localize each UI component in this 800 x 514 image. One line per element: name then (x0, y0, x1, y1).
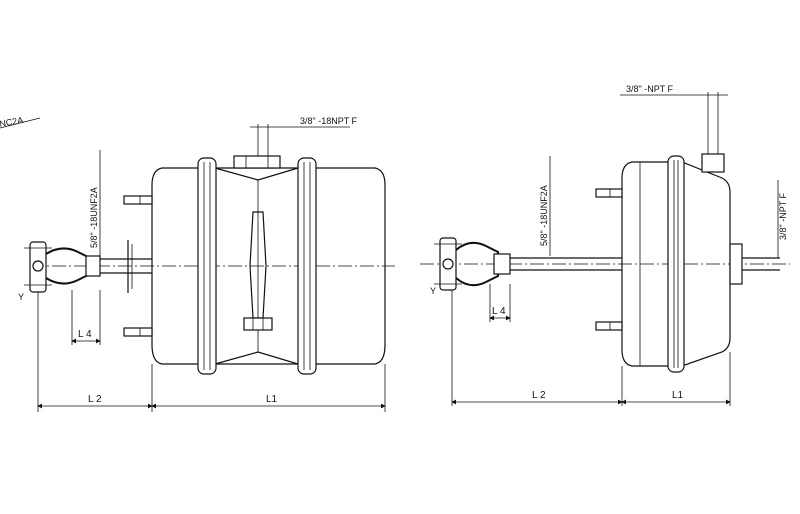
right-body-outline (621, 161, 731, 367)
left-body-outline (151, 167, 386, 365)
left-clamp-band-1 (197, 157, 217, 375)
right-mount-stud-top (595, 188, 623, 198)
left-clamp-band-2 (297, 157, 317, 375)
left-jam-nut (85, 255, 101, 277)
right-thread-label: 5/8" -18UNF2A (539, 185, 549, 246)
right-dim-l2: L 2 (532, 390, 546, 401)
left-release-nut (243, 317, 273, 331)
right-side-port (729, 243, 743, 285)
right-side-port-label: 3/8" -NPT F (778, 192, 788, 240)
svg-text:Y: Y (430, 286, 436, 296)
right-dim-l1: L1 (672, 390, 684, 401)
right-top-port-label: 3/8" -NPT F (626, 84, 674, 94)
right-top-port (701, 153, 725, 173)
left-thread-label: 5/8" -18UNF2A (89, 187, 99, 248)
right-jam-nut (493, 253, 511, 275)
corner-leader (0, 117, 41, 129)
left-chamber-drawing: NC2A 3/8" -18NPT F (0, 115, 395, 412)
right-mount-stud-bottom (595, 321, 623, 331)
left-waist-top (214, 167, 299, 181)
corner-label: NC2A (0, 115, 24, 129)
left-mount-stud-bottom (123, 327, 153, 337)
left-mount-stud-top (123, 195, 153, 205)
left-dim-l1: L1 (266, 394, 278, 405)
left-dim-l4: L 4 (78, 329, 92, 340)
right-dim-l4: L 4 (492, 306, 506, 317)
left-waist-bottom (214, 351, 299, 365)
right-clevis-pin (442, 258, 454, 270)
left-dim-l2: L 2 (88, 394, 102, 405)
right-clamp-band (667, 155, 685, 373)
left-top-port (233, 155, 281, 169)
left-port-label: 3/8" -18NPT F (300, 116, 358, 126)
right-chamber-drawing: 3/8" -NPT F 3/8" -NPT F Y 5/8" -18UNF2A … (420, 84, 790, 406)
left-clevis-pin (32, 260, 44, 272)
svg-text:Y: Y (18, 292, 24, 302)
